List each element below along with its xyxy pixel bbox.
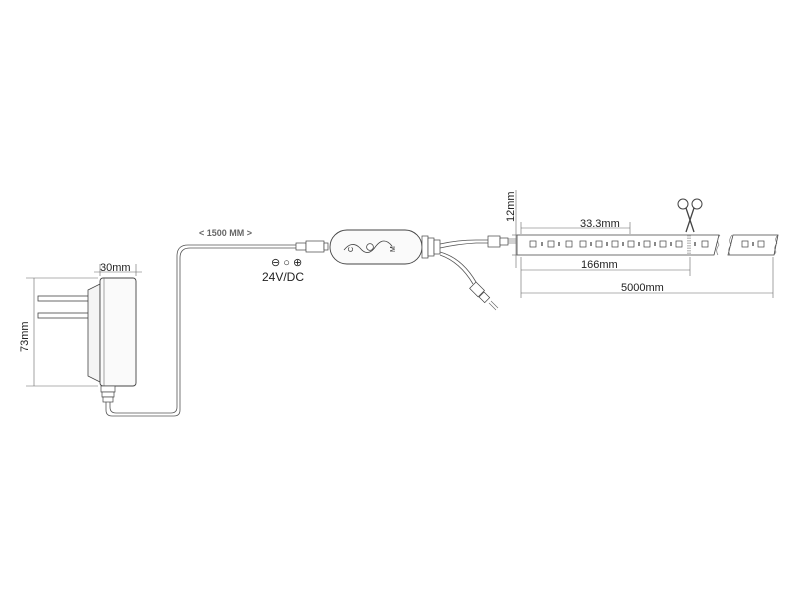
adapter-width-label: 30mm [100, 262, 131, 274]
led-chip [675, 240, 683, 248]
strip-length-label: 5000mm [621, 282, 664, 294]
strip-height-dimension: 12mm [505, 190, 520, 268]
led-chip [627, 240, 635, 248]
adapter-width-dimension: 30mm [94, 262, 142, 276]
led-chip [701, 240, 709, 248]
led-chip [529, 240, 537, 248]
led-chip [611, 240, 619, 248]
cut-length-label: 166mm [581, 259, 618, 271]
adapter-body [99, 277, 137, 387]
scissors-icon [677, 198, 703, 233]
voltage-label: 24V/DC [262, 270, 304, 284]
polarity-symbols: ⊖ ○ ⊕ [271, 257, 302, 269]
led-pitch-label: 33.3mm [580, 218, 620, 230]
power-adapter [37, 277, 137, 403]
led-chips [529, 240, 765, 248]
led-chip [659, 240, 667, 248]
power-cable [105, 244, 296, 417]
auxiliary-cable [439, 251, 499, 311]
led-chip [595, 240, 603, 248]
strip-cable [439, 235, 516, 249]
cable-length-label: < 1500 MM > [199, 228, 252, 238]
dc-connector [295, 240, 329, 253]
strip-height-label: 12mm [505, 191, 517, 222]
led-chip [643, 240, 651, 248]
controller-body [329, 229, 423, 265]
led-chip [547, 240, 555, 248]
adapter-height-label: 73mm [19, 321, 31, 352]
plug-prong-icon [37, 312, 97, 319]
cut-length-dimension: 166mm [520, 257, 691, 276]
led-chip [757, 240, 765, 248]
led-chip [741, 240, 749, 248]
controller: C M [329, 229, 441, 265]
adapter-height-dimension: 73mm [19, 277, 98, 387]
controller-center-button-icon [366, 243, 374, 251]
led-chip [565, 240, 573, 248]
plug-prong-icon [37, 295, 97, 302]
strip-length-dimension: 5000mm [520, 257, 774, 298]
controller-button-c: C [348, 247, 355, 252]
led-chip [579, 240, 587, 248]
resistors [541, 242, 754, 246]
led-strip [516, 234, 779, 256]
controller-button-m: M [390, 246, 397, 252]
led-pitch-dimension: 33.3mm [520, 218, 631, 234]
